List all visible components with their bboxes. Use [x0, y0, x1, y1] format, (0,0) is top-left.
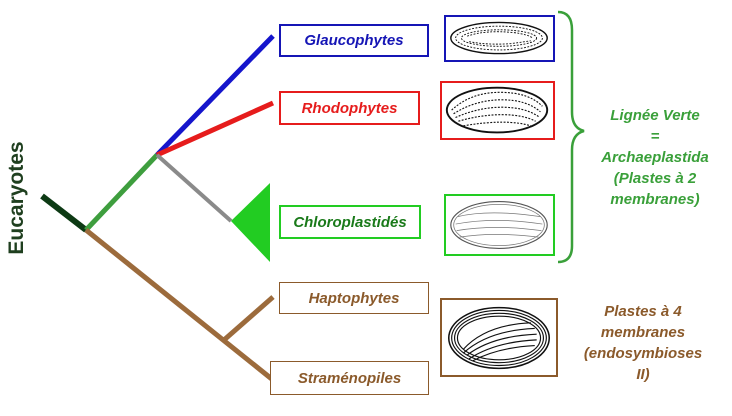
- green-lineage-note: Lignée Verte = Archaeplastida (Plastes à…: [582, 105, 728, 210]
- glaucophyte-plastid-image: [444, 15, 555, 62]
- archaeplastida-brace: [557, 10, 585, 264]
- four-membranes-line-1: Plastes à 4: [604, 303, 682, 320]
- green-lineage-line-5: membranes): [610, 191, 700, 208]
- rhodophytes-label: Rhodophytes: [301, 99, 398, 117]
- archaeplastida-branch: [84, 153, 159, 232]
- green-lineage-line-1: Lignée Verte: [610, 107, 700, 124]
- taxon-stramenopiles: Straménopiles: [270, 361, 429, 395]
- stem-branch: [40, 193, 88, 233]
- taxon-glaucophytes: Glaucophytes: [279, 24, 429, 57]
- rhodophyte-plastid-image: [440, 81, 555, 140]
- green-lineage-line-2: =: [650, 128, 660, 145]
- four-membranes-line-3: (endosymbioses: [583, 345, 703, 362]
- chloroplastides-branch: [155, 153, 233, 223]
- brown-lineage-branch: [84, 228, 275, 382]
- glaucophytes-label: Glaucophytes: [304, 32, 404, 49]
- chloroplastide-plastid-image: [444, 194, 555, 256]
- four-membranes-line-4: II): [636, 366, 650, 383]
- four-membranes-line-2: membranes: [600, 324, 686, 341]
- haptophytes-label: Haptophytes: [308, 289, 400, 307]
- haptophytes-branch: [222, 295, 275, 342]
- taxon-haptophytes: Haptophytes: [279, 282, 429, 314]
- green-lineage-line-4: (Plastes à 2: [613, 170, 697, 187]
- rhodophytes-branch: [155, 100, 275, 158]
- secondary-plastid-image: [440, 298, 558, 377]
- taxon-rhodophytes: Rhodophytes: [279, 91, 420, 125]
- stramenopiles-label: Straménopiles: [297, 369, 402, 387]
- taxon-chloroplastides: Chloroplastidés: [279, 205, 421, 239]
- chloroplastides-clade-triangle: [231, 183, 270, 262]
- chloroplastides-label: Chloroplastidés: [293, 213, 407, 231]
- four-membranes-note: Plastes à 4 membranes (endosymbioses II): [563, 301, 723, 385]
- green-lineage-line-3: Archaeplastida: [601, 149, 709, 166]
- glaucophytes-branch: [155, 34, 275, 157]
